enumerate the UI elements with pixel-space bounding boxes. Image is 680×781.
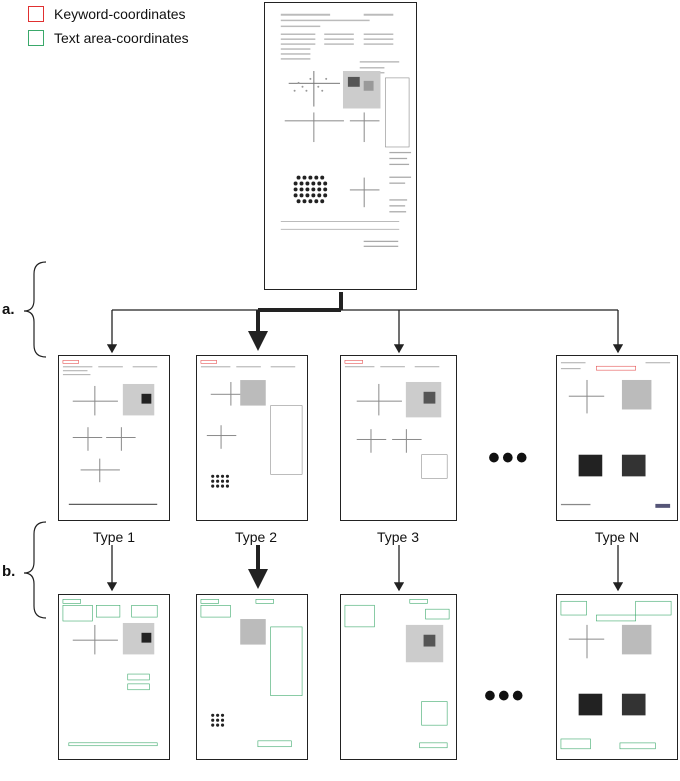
type-label-2: Type 2 (234, 529, 278, 545)
type-label-3: Type 3 (376, 529, 420, 545)
report-type1-content (62, 360, 158, 505)
type-label-n: Type N (594, 529, 640, 545)
report-type2-content (200, 360, 303, 488)
green-square-icon (28, 30, 44, 46)
red-square-icon (28, 6, 44, 22)
legend-item-text-area: Text area-coordinates (28, 30, 189, 46)
annotated-type2-content (200, 599, 303, 748)
source-report-thumbnail (264, 2, 417, 290)
brace-a (23, 261, 47, 358)
annotated-report-type1 (58, 594, 170, 760)
report-typeN-content (560, 362, 671, 508)
report-type2 (196, 355, 308, 521)
report-typeN (556, 355, 678, 521)
type-label-1: Type 1 (92, 529, 136, 545)
ellipsis-row-b: ••• (484, 677, 526, 715)
annotated-typeN-content (560, 600, 672, 750)
legend-item-keyword: Keyword-coordinates (28, 6, 186, 22)
annotated-report-type2 (196, 594, 308, 760)
annotated-report-type3 (340, 594, 457, 760)
report-type1 (58, 355, 170, 521)
report-type3 (340, 355, 457, 521)
annotated-type1-content (62, 599, 158, 747)
ellipsis-row-a: ••• (488, 439, 530, 477)
stage-label-a: a. (2, 301, 15, 318)
legend-label-keyword: Keyword-coordinates (54, 6, 186, 22)
annotated-type3-content (344, 599, 450, 749)
stage-label-b: b. (2, 563, 16, 580)
brace-b (23, 521, 47, 619)
legend-label-text-area: Text area-coordinates (54, 30, 189, 46)
annotated-report-typeN (556, 594, 678, 760)
report-type3-content (344, 360, 448, 479)
report-content (280, 13, 412, 247)
